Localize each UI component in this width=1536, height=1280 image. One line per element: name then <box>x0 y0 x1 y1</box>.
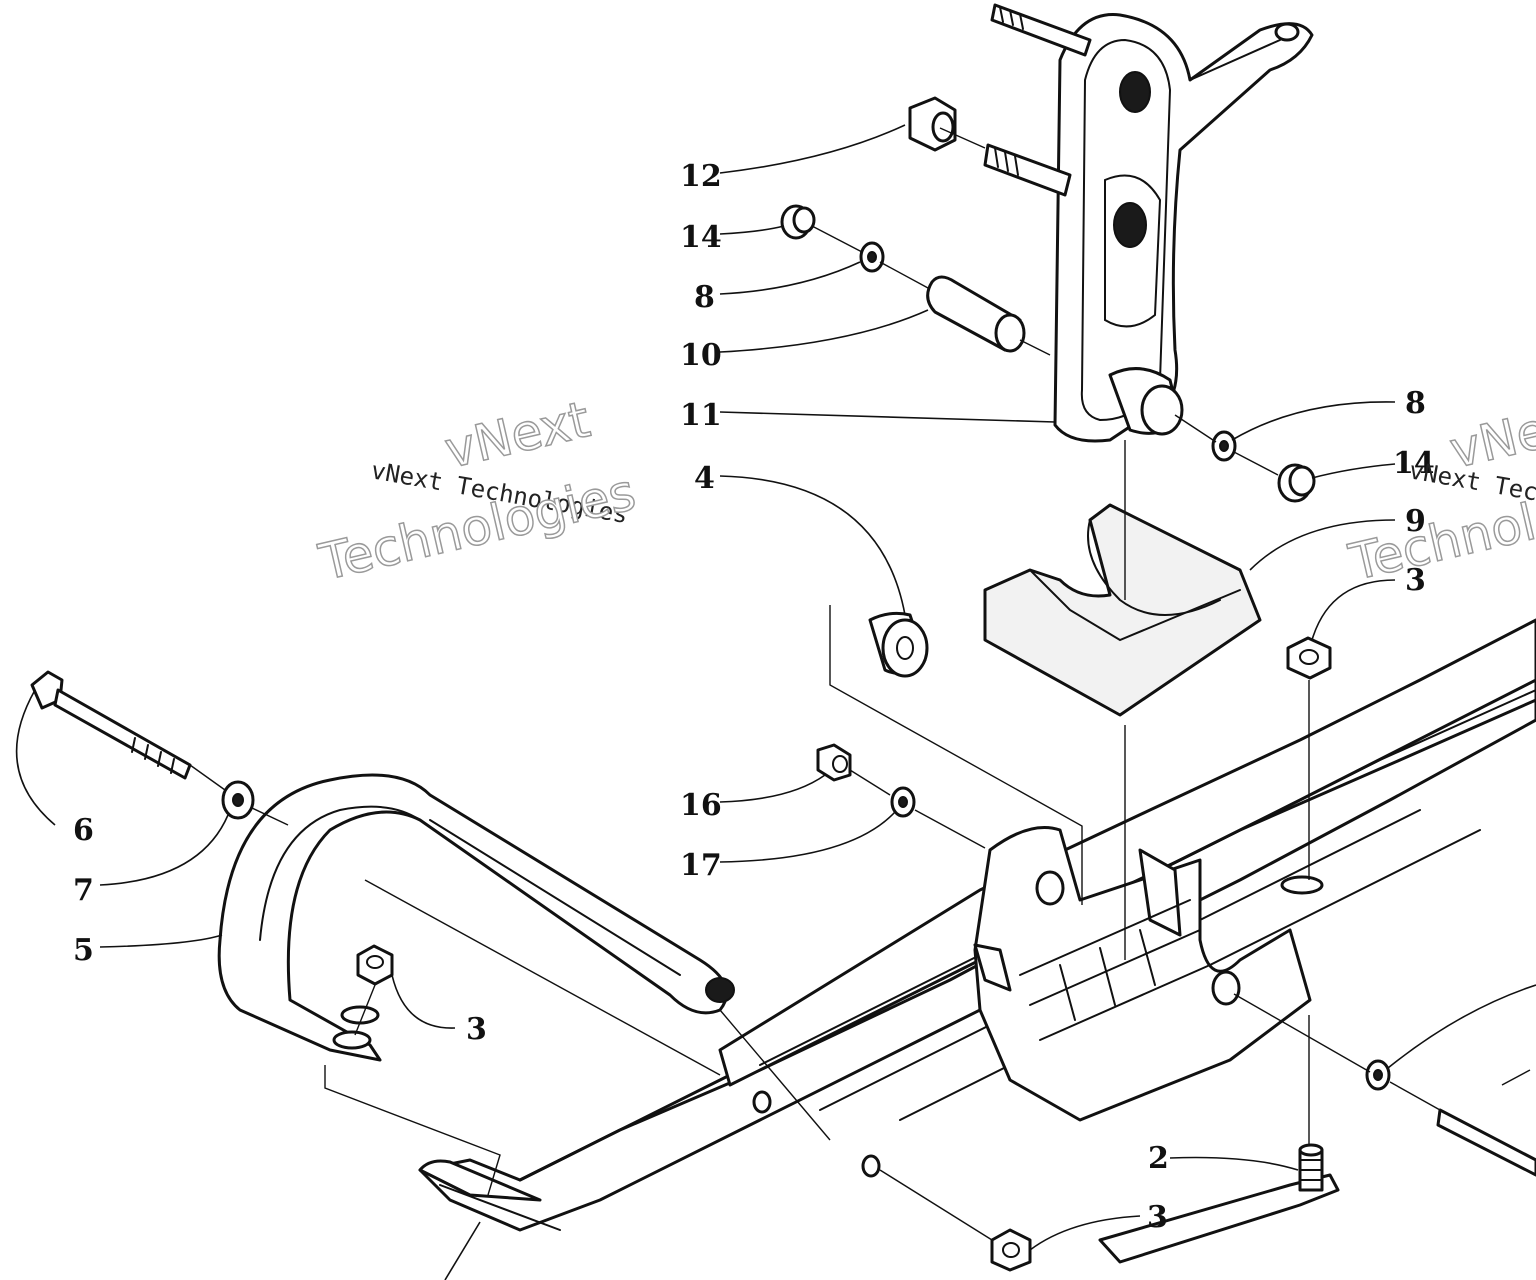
part-12-nut <box>908 96 957 152</box>
callout-10: 10 <box>680 338 722 373</box>
spindle <box>983 3 1314 443</box>
callout-2: 2 <box>1148 1141 1169 1176</box>
callout-3-lower: 3 <box>1147 1200 1168 1235</box>
ski-hole-front <box>752 1090 772 1114</box>
part-9-wear-pad <box>983 503 1262 717</box>
callout-6: 6 <box>73 813 94 848</box>
callout-8-upper: 8 <box>694 280 715 315</box>
spindle-upper-bore <box>1119 71 1151 113</box>
watermark-big-line1-left: vNext <box>440 390 595 479</box>
watermark-left: vNext Technologies vNext Technologies <box>313 390 641 593</box>
part-14-spacer-upper <box>780 204 816 240</box>
part-14-spacer-lower <box>1277 463 1316 503</box>
part-10-bushing <box>926 275 1026 353</box>
part-8-washer-lower <box>1211 430 1237 462</box>
callout-14-upper: 14 <box>680 220 722 255</box>
part-4-bushing <box>868 611 929 678</box>
ski-loop-handle <box>217 773 735 1062</box>
part-3-nut-lower <box>990 1228 1032 1272</box>
callout-3-loop: 3 <box>466 1012 487 1047</box>
spindle-mid-bore <box>1113 202 1147 248</box>
callout-8-lower: 8 <box>1405 386 1426 421</box>
callout-4: 4 <box>694 461 715 496</box>
part-2-stud <box>1298 1143 1324 1192</box>
part-3-nut-upper <box>1286 636 1332 680</box>
callout-5: 5 <box>73 933 94 968</box>
saddle-hole-right <box>1211 970 1241 1006</box>
part-6-bolt <box>30 670 192 780</box>
callout-11: 11 <box>680 398 722 433</box>
leader-lines <box>15 124 1536 1280</box>
callout-17: 17 <box>680 848 722 883</box>
part-17-washer <box>890 786 916 818</box>
saddle-hole-left <box>1035 870 1065 906</box>
part-3-nut-loop <box>356 944 394 986</box>
assembly-lines <box>189 127 1531 1241</box>
callout-3-upper: 3 <box>1405 563 1426 598</box>
callout-labels: 12 14 8 10 11 4 8 14 9 3 16 17 6 7 5 3 2… <box>73 159 1435 1235</box>
ski-saddle-bracket <box>752 826 1324 1178</box>
right-bolt-edge <box>1365 1059 1536 1177</box>
ski-hole-rear <box>861 1154 881 1178</box>
watermark-right: vNext Technologies vNext Technologies <box>1343 390 1536 593</box>
part-7-washer <box>221 780 255 820</box>
callout-7: 7 <box>73 873 94 908</box>
part-8-washer-upper <box>859 241 885 273</box>
callout-14-lower: 14 <box>1393 446 1435 481</box>
callout-12: 12 <box>680 159 722 194</box>
callout-9: 9 <box>1405 504 1426 539</box>
callout-16: 16 <box>680 788 722 823</box>
saddle-honeycomb <box>1019 899 1211 1041</box>
part-16-nut <box>816 743 852 782</box>
watermark-big-line1-right: vNext <box>1445 390 1536 479</box>
